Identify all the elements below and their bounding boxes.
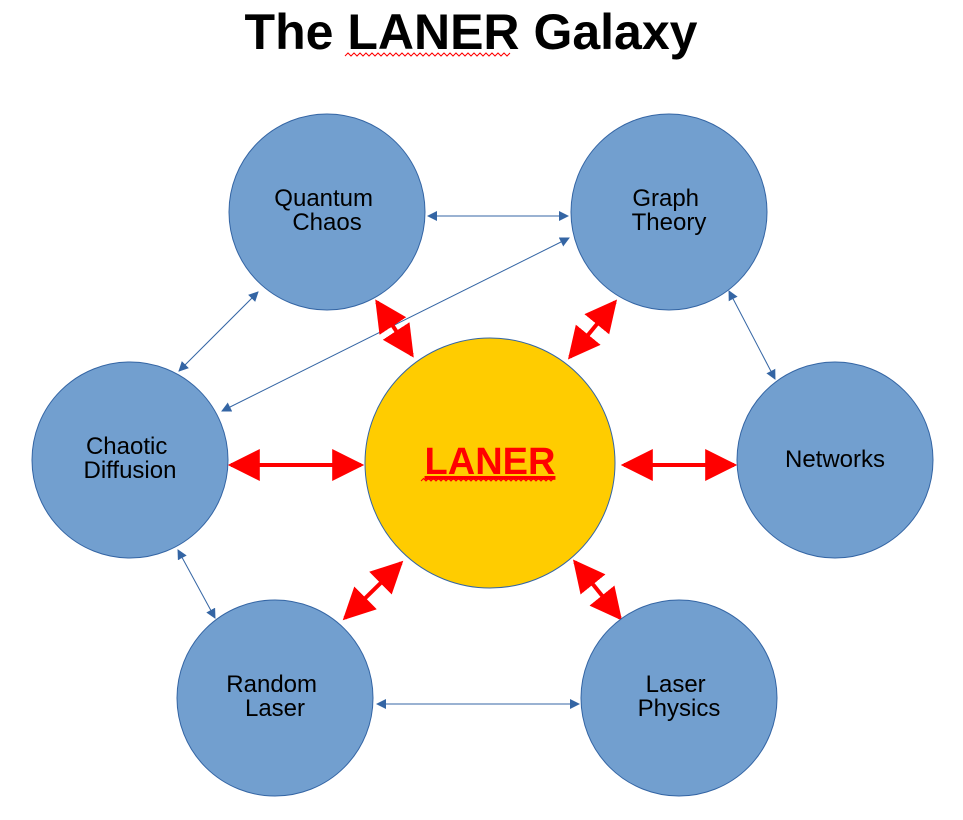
node-networks: Networks	[736, 361, 934, 559]
title-suffix: Galaxy	[520, 4, 698, 60]
arrow-laner-quantum	[375, 299, 414, 358]
node-circle	[570, 113, 768, 311]
node-label: Graph Theory	[632, 185, 707, 236]
node-chaotic-diffusion: Chaotic Diffusion	[31, 361, 229, 559]
center-spellcheck-squiggle	[420, 477, 554, 482]
node-label: Laser Physics	[638, 671, 721, 722]
center-circle	[364, 337, 616, 589]
title-prefix: The	[245, 4, 348, 60]
node-quantum-chaos: Quantum Chaos	[228, 113, 426, 311]
node-random-laser: Random Laser	[176, 599, 374, 797]
node-circle	[228, 113, 426, 311]
node-circle	[736, 361, 934, 559]
node-circle	[31, 361, 229, 559]
title-highlight: LANER	[347, 4, 519, 60]
arrow-laner-laserphysics	[572, 559, 623, 621]
page-title: The LANER Galaxy	[245, 4, 698, 60]
thick-connectors	[227, 299, 738, 621]
arrow-laner-random	[342, 560, 404, 621]
title-spellcheck-squiggle	[344, 52, 511, 57]
node-laner-center: LANER	[364, 337, 616, 589]
node-label: Random Laser	[226, 671, 323, 722]
arrow-quantum-diffusion	[178, 291, 259, 372]
arrow-graph-networks	[728, 290, 776, 380]
arrow-laner-graph	[567, 299, 618, 360]
node-label: Chaotic Diffusion	[84, 433, 177, 484]
node-circle	[176, 599, 374, 797]
node-circle	[580, 599, 778, 797]
node-label: Quantum Chaos	[274, 185, 379, 236]
arrow-diffusion-random	[177, 549, 216, 619]
node-label: Networks	[785, 446, 885, 473]
node-laser-physics: Laser Physics	[580, 599, 778, 797]
node-graph-theory: Graph Theory	[570, 113, 768, 311]
center-label: LANER	[425, 441, 556, 483]
